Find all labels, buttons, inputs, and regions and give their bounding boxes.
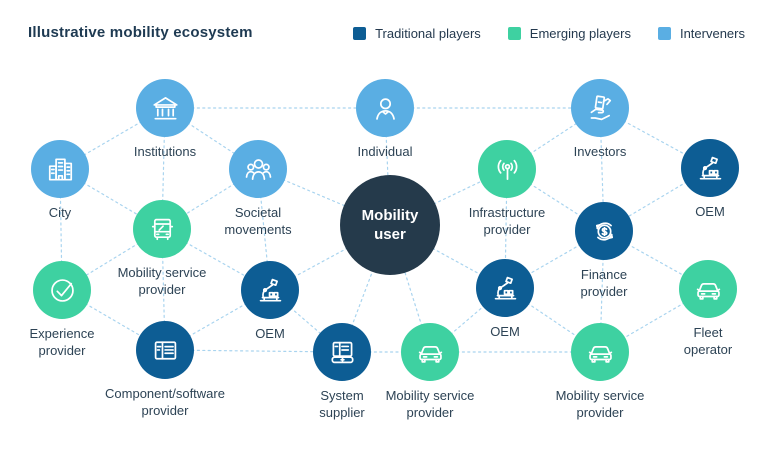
page-title: Illustrative mobility ecosystem (28, 24, 253, 41)
system-supplier-circle (313, 323, 371, 381)
car-icon (588, 345, 612, 363)
window-plus-icon (330, 341, 354, 363)
city-buildings-icon (48, 157, 72, 181)
robot-arm-icon (699, 156, 721, 180)
oem-central-west-label: OEM (255, 326, 285, 341)
people-group-icon (245, 158, 271, 180)
legend-swatch-traditional (353, 27, 367, 40)
component-software-circle (136, 321, 194, 379)
city-circle (31, 140, 89, 198)
fleet-operator-circle (679, 260, 737, 318)
bus-icon (151, 218, 173, 240)
oem-northeast-label: OEM (695, 204, 725, 219)
connector-institutions--msp-west (161, 107, 166, 230)
connector-city--experience (59, 168, 63, 291)
legend-item-traditional: Traditional players (353, 26, 481, 41)
car-icon (696, 282, 720, 300)
connector-oem-central-west--component-software (164, 289, 271, 351)
bank-icon (152, 96, 178, 120)
city-label: City (48, 205, 72, 220)
legend-label-intervener: Interveners (679, 26, 745, 41)
hand-money-icon (590, 94, 611, 120)
connector-msp-west--component-software (161, 228, 166, 351)
person-icon (375, 97, 395, 120)
legend-swatch-emerging (507, 27, 521, 40)
checkmark-icon (50, 278, 74, 302)
antenna-icon (497, 159, 517, 180)
msp-south-circle (401, 323, 459, 381)
msp-west-circle (133, 200, 191, 258)
institutions-circle (136, 79, 194, 137)
oem-northeast-circle (681, 139, 739, 197)
connector-societal-movements--oem-central-west (257, 168, 271, 291)
spec-sheet-icon (154, 340, 176, 360)
infrastructure-circle (478, 140, 536, 198)
experience-circle (33, 261, 91, 319)
societal-movements-circle (229, 140, 287, 198)
connector-institutions--city (59, 107, 166, 170)
oem-central-east-circle (476, 259, 534, 317)
legend-item-emerging: Emerging players (507, 26, 631, 41)
investors-circle (571, 79, 629, 137)
robot-arm-icon (259, 278, 281, 302)
legend: Traditional players Emerging players Inter… (353, 26, 745, 41)
finance-circle (575, 202, 633, 260)
individual-circle (356, 79, 414, 137)
robot-arm-icon (494, 276, 516, 300)
msp-southeast-circle (571, 323, 629, 381)
legend-swatch-intervener (657, 27, 671, 40)
legend-item-intervener: Interveners (657, 26, 745, 41)
institutions-label: Institutions (133, 144, 197, 159)
legend-label-traditional: Traditional players (375, 26, 481, 41)
car-icon (418, 345, 442, 363)
individual-label: Individual (357, 144, 413, 159)
oem-central-west-circle (241, 261, 299, 319)
oem-central-east-label: OEM (490, 324, 520, 339)
investors-label: Investors (573, 144, 627, 159)
dollar-cycle-icon (595, 221, 613, 241)
connector-component-software--system-supplier (164, 349, 343, 353)
connector-finance--msp-southeast (599, 230, 605, 353)
legend-label-emerging: Emerging players (529, 26, 631, 41)
